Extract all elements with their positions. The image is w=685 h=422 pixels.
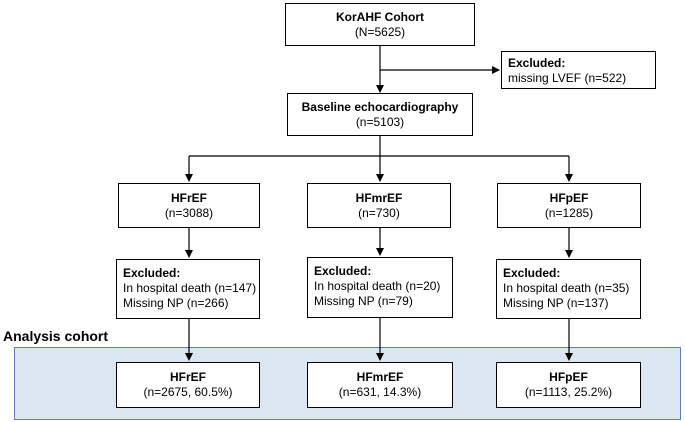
excluded-np: Missing NP (n=79) — [314, 294, 413, 308]
group-n: (n=730) — [358, 205, 400, 220]
final-box-hfref: HFrEF (n=2675, 60.5%) — [116, 362, 260, 408]
group-title: HFmrEF — [355, 190, 403, 205]
cohort-n: (N=5625) — [354, 24, 406, 39]
excluded-lvef-box: Excluded: missing LVEF (n=522) — [501, 51, 656, 89]
final-title: HFpEF — [549, 370, 588, 384]
excluded-death: In hospital death (n=20) — [314, 279, 441, 293]
excluded-lvef-title: Excluded: — [508, 56, 566, 70]
excluded-death: In hospital death (n=35) — [503, 281, 630, 295]
group-n: (n=3088) — [164, 205, 214, 220]
cohort-title: KorAHF Cohort — [336, 9, 424, 24]
final-title: HFrEF — [170, 370, 206, 384]
group-box-hfref: HFrEF (n=3088) — [118, 183, 260, 228]
baseline-n: (n=5103) — [355, 114, 405, 129]
group-title: HFrEF — [171, 190, 207, 205]
final-n: (n=2675, 60.5%) — [143, 385, 233, 399]
final-box-hfmref: HFmrEF (n=631, 14.3%) — [307, 362, 453, 408]
final-title: HFmrEF — [356, 370, 404, 384]
baseline-box: Baseline echocardiography (n=5103) — [287, 93, 473, 136]
group-n: (n=1285) — [544, 205, 594, 220]
excluded-box-hfref: Excluded: In hospital death (n=147) Miss… — [116, 259, 260, 319]
final-n: (n=631, 14.3%) — [338, 385, 422, 399]
excluded-title: Excluded: — [123, 266, 181, 280]
group-title: HFpEF — [549, 190, 589, 205]
group-box-hfpef: HFpEF (n=1285) — [497, 183, 641, 228]
final-box-hfpef: HFpEF (n=1113, 25.2%) — [496, 362, 641, 408]
excluded-title: Excluded: — [503, 266, 561, 280]
excluded-death: In hospital death (n=147) — [123, 281, 257, 295]
excluded-box-hfpef: Excluded: In hospital death (n=35) Missi… — [496, 259, 641, 319]
cohort-box: KorAHF Cohort (N=5625) — [285, 3, 475, 46]
final-n: (n=1113, 25.2%) — [524, 385, 613, 399]
baseline-title: Baseline echocardiography — [301, 99, 459, 114]
excluded-np: Missing NP (n=137) — [503, 296, 609, 310]
excluded-box-hfmref: Excluded: In hospital death (n=20) Missi… — [307, 257, 453, 318]
analysis-cohort-label: Analysis cohort — [3, 328, 109, 344]
excluded-lvef-text: missing LVEF (n=522) — [508, 71, 627, 85]
group-box-hfmref: HFmrEF (n=730) — [307, 183, 451, 228]
excluded-title: Excluded: — [314, 264, 372, 278]
excluded-np: Missing NP (n=266) — [123, 296, 229, 310]
